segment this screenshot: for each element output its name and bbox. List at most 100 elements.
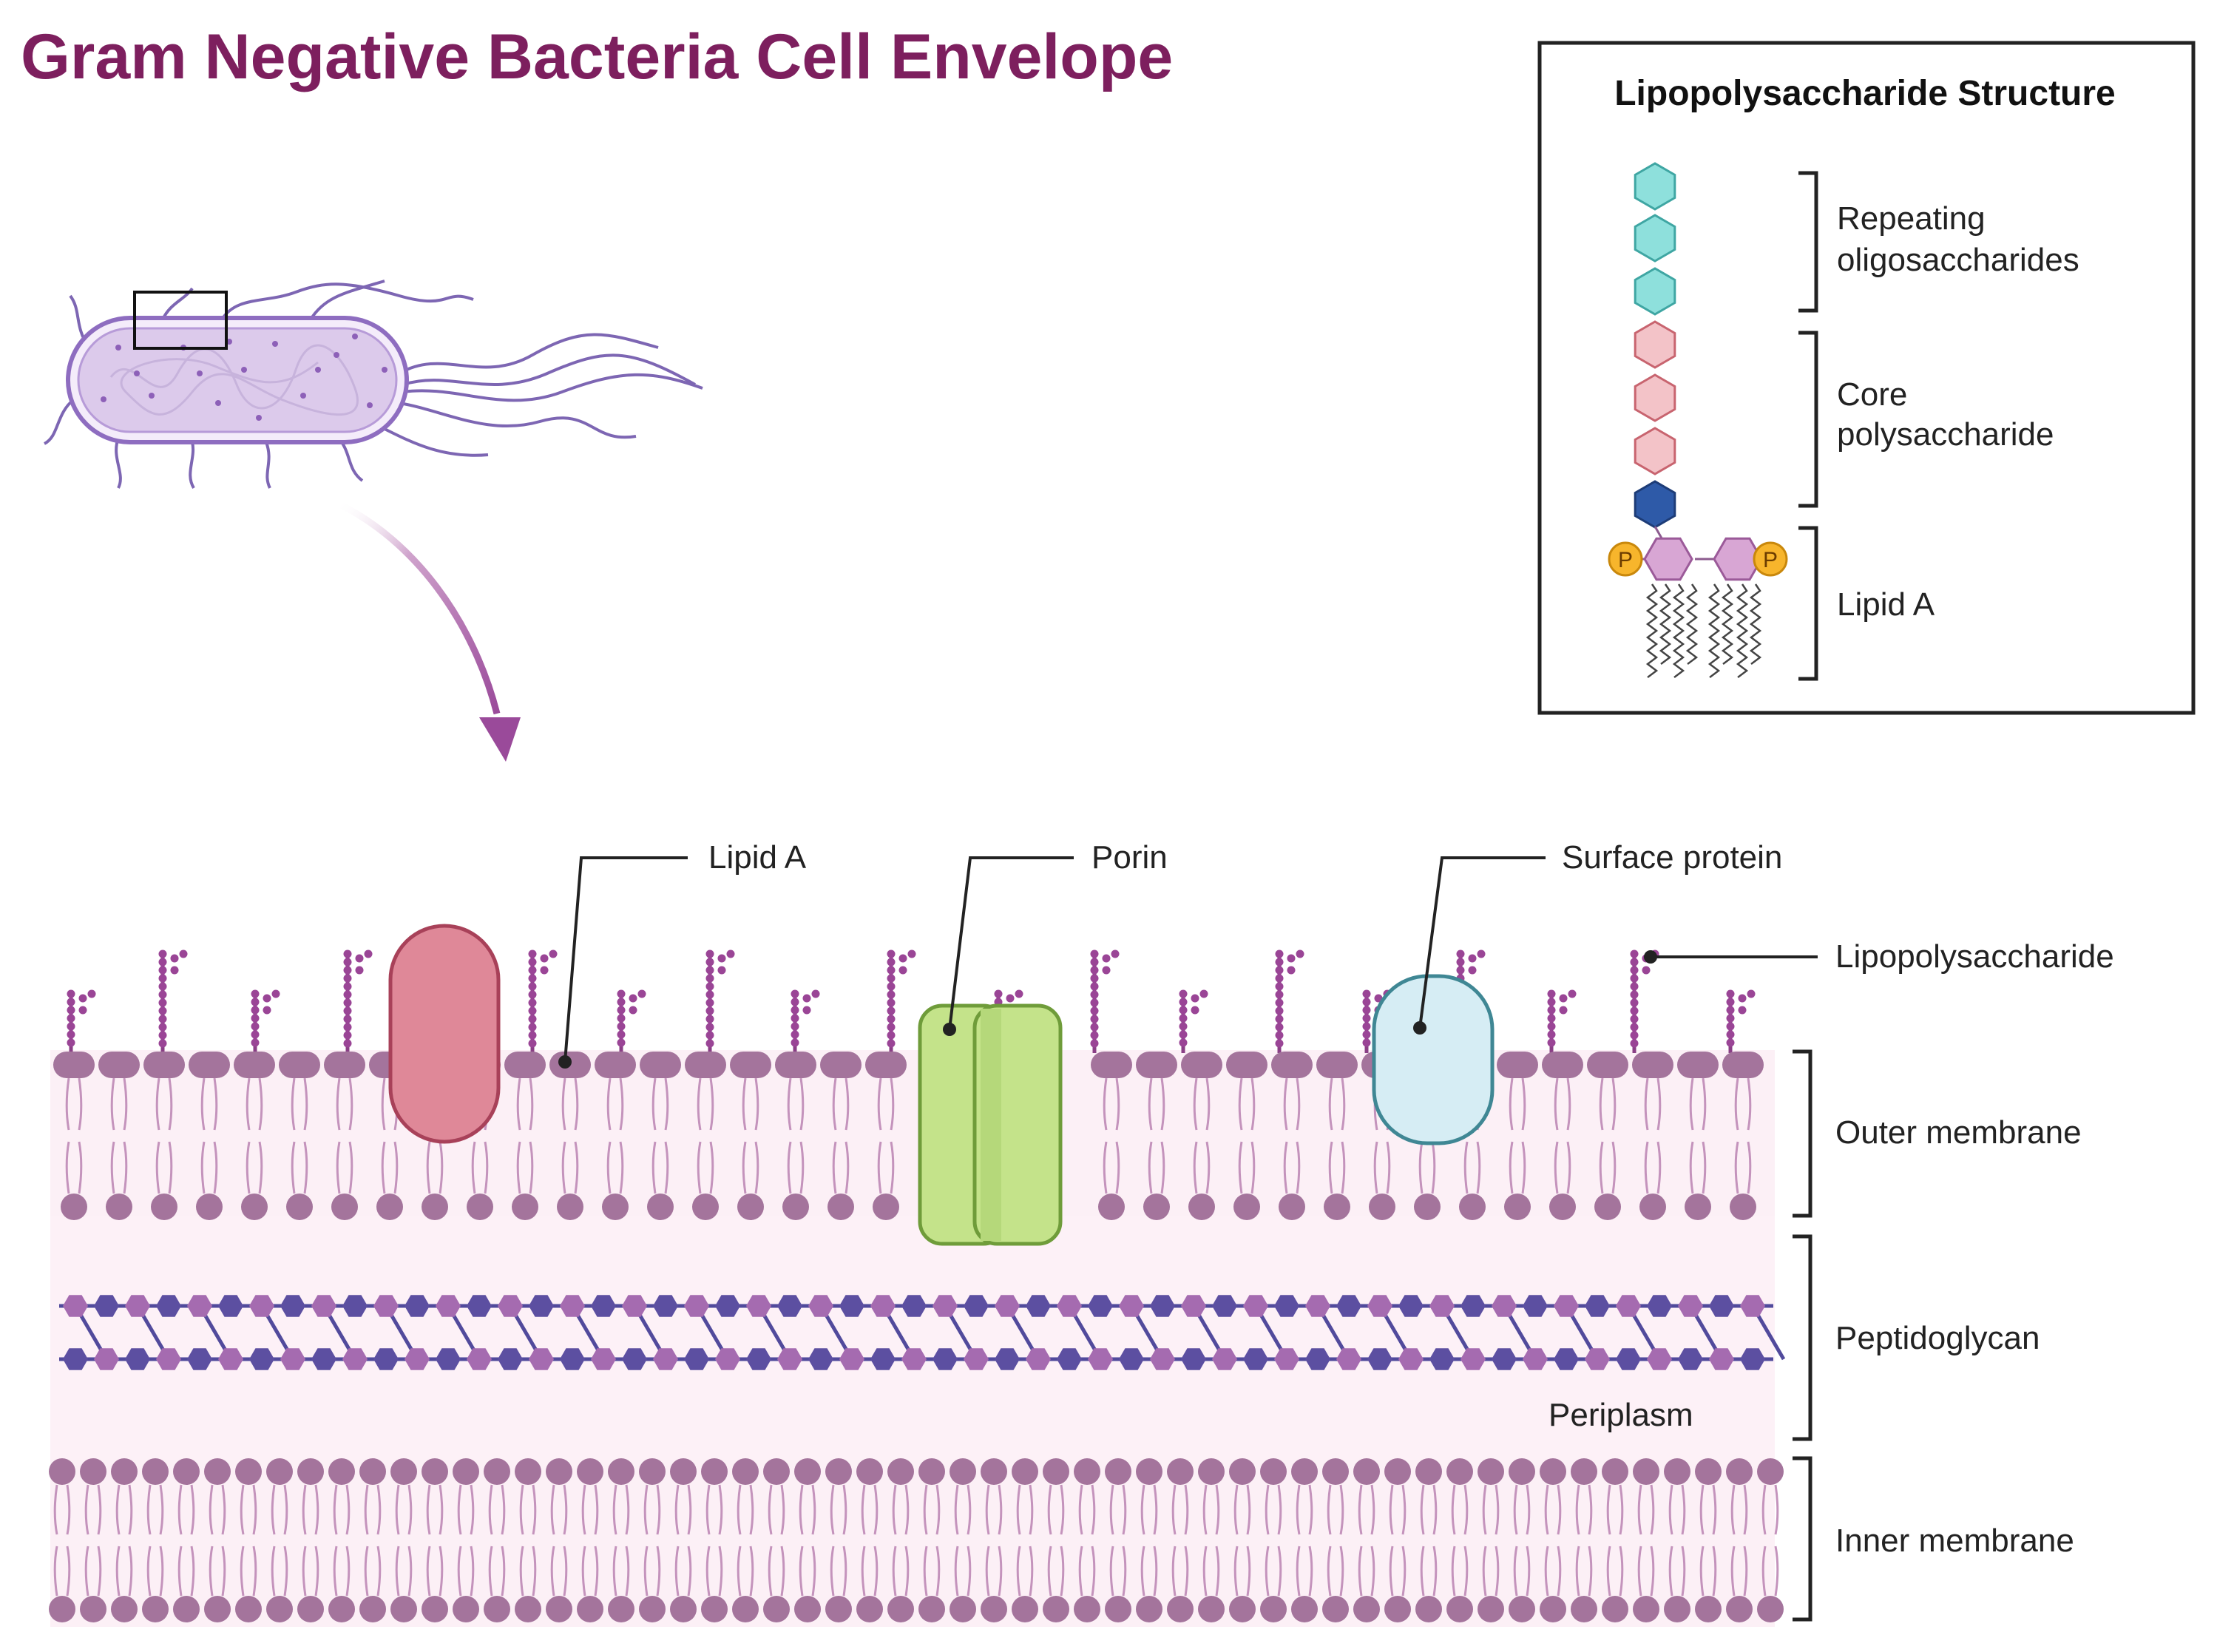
lipid-head-top bbox=[1167, 1458, 1194, 1485]
lps-bead bbox=[1179, 1006, 1188, 1015]
lipid-head-top bbox=[595, 1052, 636, 1078]
lps-bead bbox=[887, 1006, 896, 1015]
lipid-head-bottom bbox=[794, 1596, 821, 1622]
lipid-tail bbox=[1495, 1546, 1500, 1597]
lipid-head-top bbox=[1540, 1458, 1566, 1485]
peptidoglycan-sugar bbox=[684, 1295, 709, 1317]
lps-bead bbox=[1275, 1015, 1284, 1023]
peptidoglycan-sugar bbox=[342, 1295, 368, 1317]
lipid-tail bbox=[1193, 1141, 1198, 1194]
lipid-tail bbox=[78, 1077, 83, 1131]
lps-sugar-chain bbox=[1634, 162, 1676, 529]
lipid-tail bbox=[84, 1546, 89, 1597]
peptidoglycan-sugar bbox=[1398, 1295, 1424, 1317]
lipid-head-top bbox=[1181, 1052, 1222, 1078]
lipid-tail bbox=[1544, 1484, 1549, 1535]
lipid-tail bbox=[1341, 1141, 1346, 1194]
lipid-tail bbox=[1265, 1484, 1270, 1535]
lipid-tail bbox=[749, 1484, 754, 1535]
lps-bead bbox=[1191, 994, 1199, 1003]
lps-bead bbox=[528, 974, 537, 983]
lipid-tail bbox=[1743, 1484, 1748, 1535]
lipid-head-bottom bbox=[286, 1194, 313, 1220]
lipid-tail bbox=[1202, 1484, 1208, 1535]
lipid-tail bbox=[718, 1484, 723, 1535]
peptidoglycan-sugar bbox=[1274, 1295, 1299, 1317]
lipid-head-top bbox=[1322, 1458, 1349, 1485]
lipid-tail bbox=[619, 1077, 624, 1131]
peptidoglycan-sugar bbox=[1709, 1348, 1734, 1370]
peptidoglycan-sugar bbox=[1367, 1348, 1392, 1370]
lps-bead bbox=[1568, 989, 1577, 998]
lps-bead bbox=[887, 974, 896, 983]
lipid-head-top bbox=[732, 1458, 759, 1485]
lps-bead bbox=[67, 998, 75, 1006]
peptidoglycan-sugar bbox=[1336, 1295, 1361, 1317]
peptidoglycan-sugar bbox=[777, 1295, 802, 1317]
lipid-head-bottom bbox=[557, 1194, 583, 1220]
lipid-tail bbox=[651, 1077, 657, 1131]
lipid-tail bbox=[625, 1546, 630, 1597]
lipid-head-bottom bbox=[1602, 1596, 1628, 1622]
lipid-a-sugar bbox=[1643, 537, 1693, 581]
lipid-tail bbox=[291, 1141, 296, 1194]
lipid-tail bbox=[830, 1546, 835, 1597]
lipid-tail bbox=[954, 1484, 959, 1535]
lps-molecule bbox=[1275, 949, 1304, 1053]
lps-bead bbox=[791, 1014, 799, 1023]
lipid-tail bbox=[550, 1484, 555, 1535]
peptidoglycan-sugar bbox=[1119, 1295, 1144, 1317]
lipid-head-bottom bbox=[1198, 1596, 1225, 1622]
lipid-tail bbox=[651, 1141, 657, 1194]
lipid-head-top bbox=[1571, 1458, 1597, 1485]
lipid-head-top bbox=[359, 1458, 386, 1485]
lps-bead bbox=[1630, 966, 1639, 975]
lipid-head-top bbox=[234, 1052, 275, 1078]
lipid-tail bbox=[1171, 1484, 1177, 1535]
lipid-head-top bbox=[608, 1458, 634, 1485]
lipid-tail bbox=[1184, 1484, 1189, 1535]
lipid-head-bottom bbox=[737, 1194, 764, 1220]
lipid-head-top bbox=[856, 1458, 883, 1485]
lipid-tail bbox=[1358, 1546, 1363, 1597]
lps-bead bbox=[887, 982, 896, 991]
bracket-core bbox=[1798, 331, 1818, 508]
lps-bead bbox=[617, 1038, 626, 1047]
lps-bead bbox=[1179, 989, 1188, 998]
lipid-tail bbox=[1420, 1484, 1425, 1535]
lipid-head-bottom bbox=[1594, 1194, 1621, 1220]
lipid-tail bbox=[1575, 1546, 1580, 1597]
lipid-head-bottom bbox=[647, 1194, 674, 1220]
lipid-tail bbox=[115, 1546, 121, 1597]
lipid-tail bbox=[1482, 1546, 1487, 1597]
lipid-tail bbox=[845, 1141, 850, 1194]
lipid-tail bbox=[1418, 1141, 1424, 1194]
lipid-tail bbox=[1509, 1141, 1514, 1194]
fatty-acid-tail bbox=[1645, 583, 1659, 678]
lipid-tail bbox=[1521, 1141, 1526, 1194]
lipid-head-top bbox=[1587, 1052, 1628, 1078]
lps-bead bbox=[251, 998, 260, 1006]
lipid-tail bbox=[221, 1484, 226, 1535]
lipid-tail bbox=[1526, 1484, 1531, 1535]
lps-bead bbox=[1726, 1038, 1735, 1047]
lps-bead bbox=[263, 1006, 271, 1015]
lipid-tail bbox=[811, 1546, 816, 1597]
lps-bead bbox=[1179, 998, 1188, 1006]
peptidoglycan-sugar bbox=[1585, 1295, 1610, 1317]
lps-bead bbox=[887, 1023, 896, 1032]
lps-bead bbox=[1738, 994, 1747, 1003]
peptidoglycan-sugar bbox=[591, 1348, 616, 1370]
lipid-tail bbox=[200, 1077, 206, 1131]
lps-bead bbox=[617, 1030, 626, 1039]
lps-bead bbox=[705, 966, 714, 975]
lipid-tail bbox=[252, 1546, 257, 1597]
lps-bead bbox=[791, 1038, 799, 1047]
lipid-tail bbox=[1681, 1484, 1686, 1535]
lipid-tail bbox=[303, 1141, 308, 1194]
lps-bead bbox=[705, 1023, 714, 1032]
peptidoglycan-sugar bbox=[1212, 1348, 1237, 1370]
peptidoglycan-sugar bbox=[1119, 1348, 1144, 1370]
peptidoglycan-sugar bbox=[63, 1348, 88, 1370]
lipid-head-top bbox=[142, 1458, 169, 1485]
